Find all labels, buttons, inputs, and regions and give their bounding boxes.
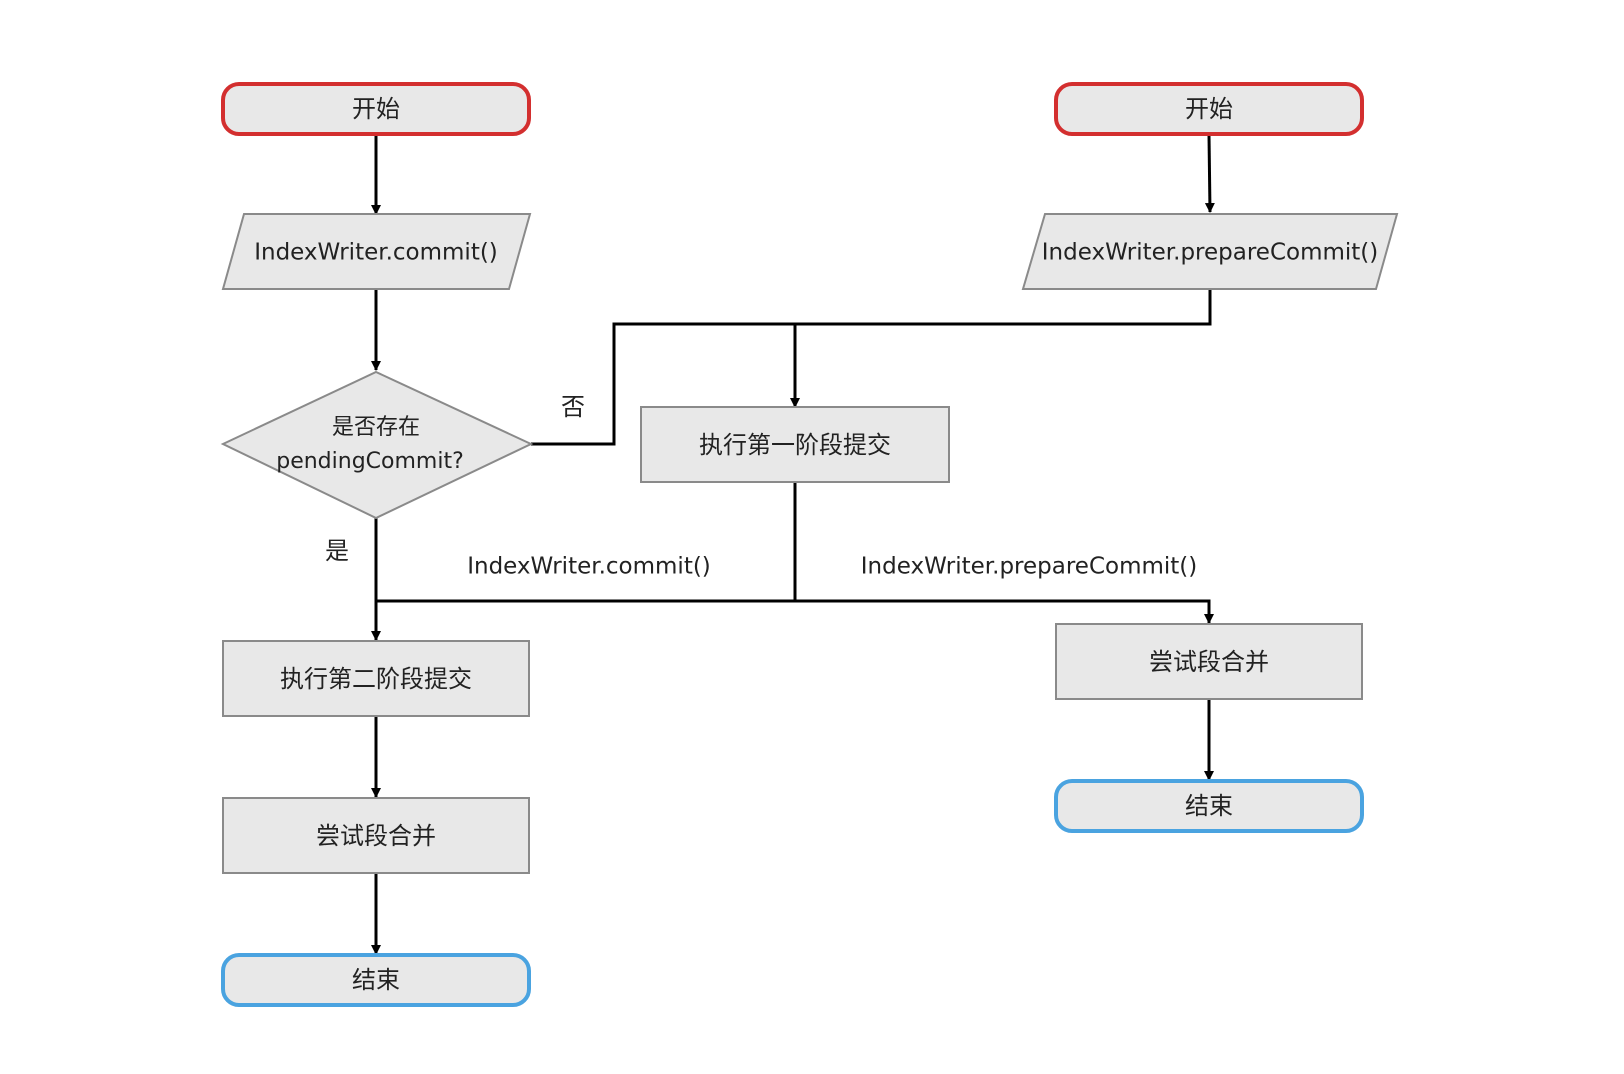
- decision-label-line1: 是否存在: [332, 415, 420, 440]
- phase1-label: 执行第一阶段提交: [699, 431, 891, 459]
- phase2-commit-node[interactable]: 执行第二阶段提交: [222, 640, 530, 717]
- end-left-label: 结束: [352, 966, 400, 994]
- commit-io-node[interactable]: IndexWriter.commit(): [221, 213, 532, 290]
- end-right-label: 结束: [1185, 792, 1233, 820]
- decision-label-line2: pendingCommit?: [276, 449, 464, 474]
- phase1-commit-node[interactable]: 执行第一阶段提交: [640, 406, 950, 483]
- merge-right-label: 尝试段合并: [1149, 648, 1269, 676]
- start-node-left[interactable]: 开始: [221, 82, 531, 136]
- merge-left-label: 尝试段合并: [316, 822, 436, 850]
- edge-decision-no-to-phase1: [531, 322, 800, 446]
- edge-start-right-to-prepare: [1204, 134, 1215, 213]
- edge-label-no: 否: [561, 393, 585, 421]
- end-node-left[interactable]: 结束: [221, 953, 531, 1007]
- merge-node-left[interactable]: 尝试段合并: [222, 797, 530, 874]
- edge-prepare-to-junction: [795, 289, 1212, 326]
- start-left-label: 开始: [352, 95, 400, 123]
- commit-io-label: IndexWriter.commit(): [254, 240, 498, 266]
- start-node-right[interactable]: 开始: [1054, 82, 1364, 136]
- edge-label-yes: 是: [325, 537, 349, 565]
- edges: [371, 134, 1215, 955]
- edge-phase1-to-phase2-commit: [376, 482, 797, 603]
- prepare-commit-io-label: IndexWriter.prepareCommit(): [1042, 240, 1379, 266]
- prepare-commit-io-node[interactable]: IndexWriter.prepareCommit(): [1021, 213, 1399, 290]
- edge-phase1-to-merge-right-prepare: [795, 599, 1214, 624]
- end-node-right[interactable]: 结束: [1054, 779, 1364, 833]
- edge-label-branch-commit: IndexWriter.commit(): [467, 554, 711, 580]
- edge-label-branch-prepare: IndexWriter.prepareCommit(): [861, 554, 1198, 580]
- start-right-label: 开始: [1185, 95, 1233, 123]
- pending-commit-decision[interactable]: 是否存在 pendingCommit?: [220, 370, 534, 520]
- merge-node-right[interactable]: 尝试段合并: [1055, 623, 1363, 700]
- phase2-label: 执行第二阶段提交: [280, 665, 472, 693]
